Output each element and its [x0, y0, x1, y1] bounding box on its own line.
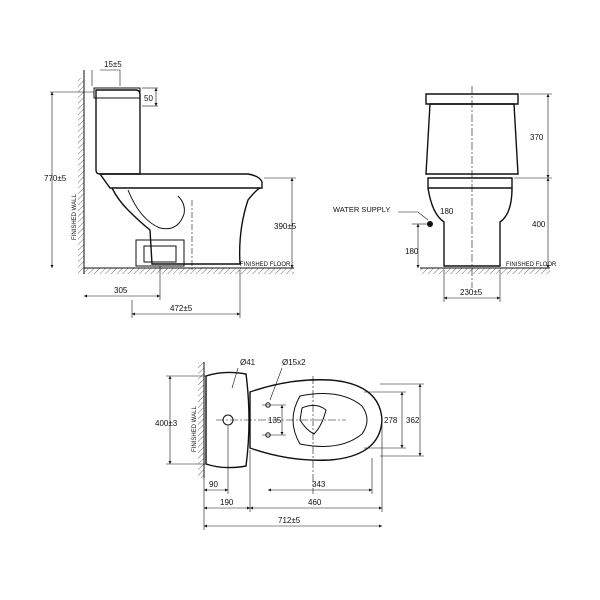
dim-460: 460	[308, 498, 322, 507]
front-seat	[427, 177, 513, 189]
dim-90: 90	[209, 480, 218, 489]
side-view: FINISHED WALL FINISHED FLOOR 15±5 50 770…	[44, 60, 297, 318]
dim-50: 50	[144, 94, 153, 103]
dim-400-top: 400±3	[155, 419, 178, 428]
side-tank	[95, 89, 141, 175]
side-outlet	[135, 239, 185, 267]
top-view: FINISHED WALL Ø41 Ø15x2 400±3 135 278 36…	[155, 358, 424, 530]
water-supply-point	[427, 221, 433, 227]
dim-180-horizontal: 180	[440, 207, 454, 216]
front-bowl	[427, 187, 513, 267]
dim-230: 230±5	[460, 288, 483, 297]
dim-770: 770±5	[44, 174, 67, 183]
dim-343: 343	[312, 480, 326, 489]
dim-370: 370	[530, 133, 544, 142]
side-tank-lid	[93, 87, 141, 99]
dim-d41: Ø41	[240, 358, 256, 367]
dim-278: 278	[384, 416, 398, 425]
top-bowl-rim	[292, 393, 368, 447]
side-wall-hatch	[78, 78, 84, 274]
side-bowl	[111, 187, 261, 265]
front-floor-hatch	[420, 268, 550, 274]
top-bowl-inner	[299, 404, 327, 435]
top-wall-hatch	[198, 362, 204, 478]
side-seat	[98, 173, 263, 189]
front-floor-label: FINISHED FLOOR	[506, 262, 557, 268]
dim-390: 390±5	[274, 222, 297, 231]
dim-362: 362	[406, 416, 420, 425]
top-tank	[205, 371, 250, 469]
top-wall-label: FINISHED WALL	[192, 406, 198, 452]
front-tank	[425, 103, 519, 175]
dim-135: 135	[268, 416, 282, 425]
dim-190: 190	[220, 498, 234, 507]
dim-472: 472±5	[170, 304, 193, 313]
front-view: FINISHED FLOOR WATER SUPPLY 370 400 180 …	[333, 86, 557, 302]
front-tank-lid	[425, 93, 519, 105]
dim-180-vertical: 180	[405, 247, 419, 256]
side-trap	[127, 189, 185, 230]
dim-305: 305	[114, 286, 128, 295]
dim-15: 15±5	[104, 60, 122, 69]
side-floor-hatch	[84, 268, 294, 274]
side-wall-label: FINISHED WALL	[72, 194, 78, 240]
dim-400-front: 400	[532, 220, 546, 229]
dim-712: 712±5	[278, 516, 301, 525]
water-supply-label: WATER SUPPLY	[333, 205, 390, 214]
side-floor-label: FINISHED FLOOR	[240, 262, 291, 268]
dim-d15x2: Ø15x2	[282, 358, 306, 367]
